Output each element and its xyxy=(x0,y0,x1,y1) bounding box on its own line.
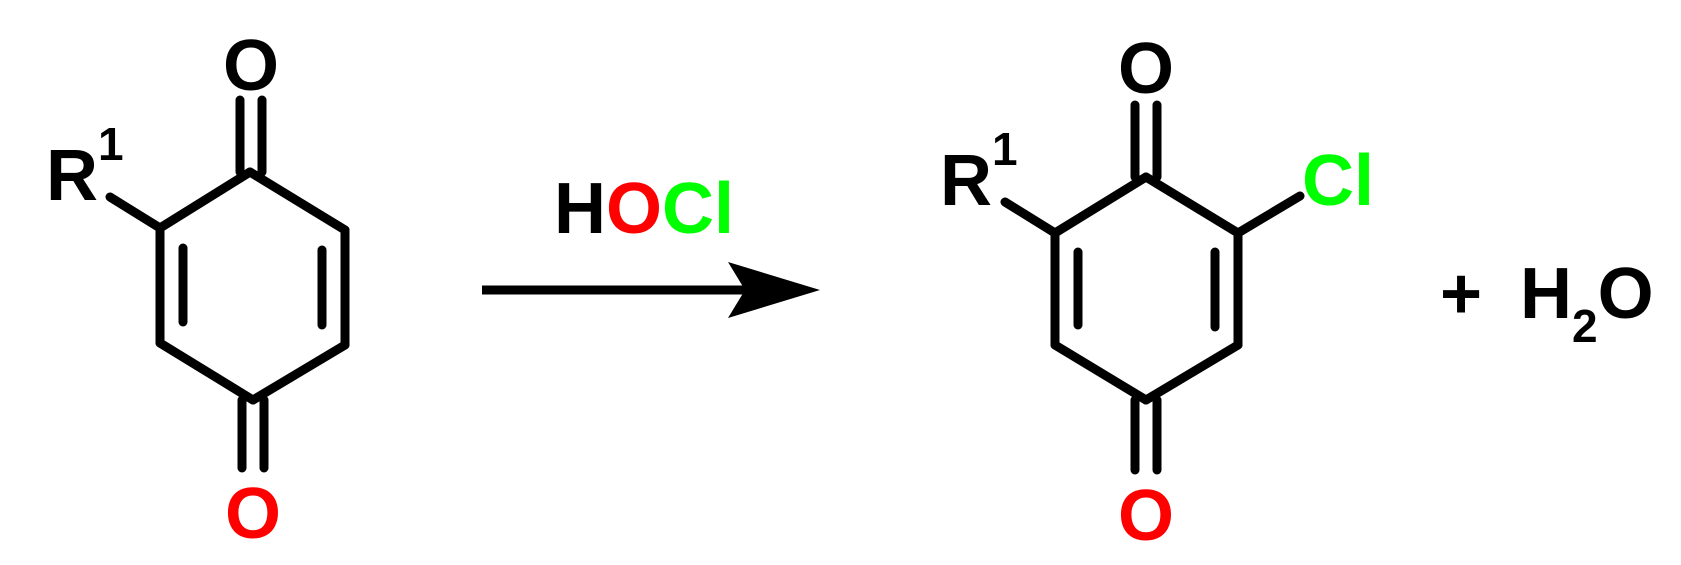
byproduct-group: + H2O xyxy=(1440,254,1654,352)
product-chlorine-bond xyxy=(1233,191,1305,238)
reactant-bond-c4-c5 xyxy=(155,338,258,405)
reaction-arrow-head xyxy=(728,262,820,318)
water-molecule: H2O xyxy=(1520,254,1654,352)
reagent-label: HOCl xyxy=(554,169,734,249)
reactant-molecule: O O R1 xyxy=(46,26,350,554)
reaction-arrow-group: HOCl xyxy=(482,169,820,318)
reactant-bond-c3-c4 xyxy=(248,340,350,405)
reactant-bond-c1-c2 xyxy=(245,167,350,235)
reactant-top-oxygen: O xyxy=(223,26,279,106)
product-bond-c3-c4 xyxy=(1141,340,1243,405)
product-substituent-bond xyxy=(1000,197,1060,238)
reactant-bond-c6-c1 xyxy=(155,167,255,233)
product-chlorine: Cl xyxy=(1302,141,1374,221)
plus-sign: + xyxy=(1440,254,1482,334)
reactant-bottom-oxygen: O xyxy=(225,474,281,554)
reactant-substituent: R1 xyxy=(46,118,124,216)
product-substituent: R1 xyxy=(940,123,1018,221)
product-bond-c1-c2 xyxy=(1141,172,1243,238)
product-bottom-oxygen: O xyxy=(1118,476,1174,556)
product-molecule: O O R1 Cl xyxy=(940,29,1374,556)
product-top-oxygen: O xyxy=(1118,29,1174,109)
reactant-substituent-bond xyxy=(105,192,165,233)
product-bond-c4-c5 xyxy=(1050,340,1151,405)
product-bond-c6-c1 xyxy=(1050,172,1151,238)
